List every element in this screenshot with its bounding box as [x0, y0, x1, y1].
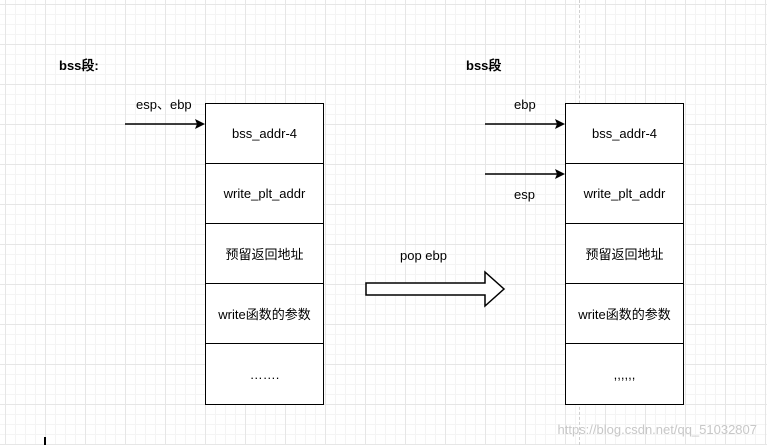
right-esp-arrow — [485, 169, 565, 179]
right-stack-cell-1: bss_addr-4 — [566, 104, 683, 164]
left-stack-title: bss段: — [59, 58, 99, 73]
right-stack-cell-3: 预留返回地址 — [566, 224, 683, 284]
right-ebp-arrow — [485, 119, 565, 129]
left-esp-ebp-arrow — [125, 119, 205, 129]
left-stack-cell-2: write_plt_addr — [206, 164, 323, 224]
right-stack-title: bss段 — [466, 58, 502, 73]
right-ebp-label: ebp — [514, 97, 536, 112]
left-stack-cell-4: write函数的参数 — [206, 284, 323, 344]
right-esp-label: esp — [514, 187, 535, 202]
right-stack-cell-4: write函数的参数 — [566, 284, 683, 344]
pop-ebp-block-arrow — [365, 270, 506, 308]
right-stack: bss_addr-4 write_plt_addr 预留返回地址 write函数… — [565, 103, 684, 405]
left-pointer-label: esp、ebp — [136, 97, 192, 112]
left-stack-cell-1: bss_addr-4 — [206, 104, 323, 164]
right-stack-cell-5: ,,,,,, — [613, 366, 636, 382]
transition-label: pop ebp — [400, 248, 447, 263]
right-stack-cell-2: write_plt_addr — [566, 164, 683, 224]
corner-tick-mark — [44, 437, 46, 445]
left-stack: bss_addr-4 write_plt_addr 预留返回地址 write函数… — [205, 103, 324, 405]
left-stack-cell-3: 预留返回地址 — [206, 224, 323, 284]
left-stack-cell-5: ……. — [249, 366, 280, 382]
watermark: https://blog.csdn.net/qq_51032807 — [557, 422, 758, 437]
